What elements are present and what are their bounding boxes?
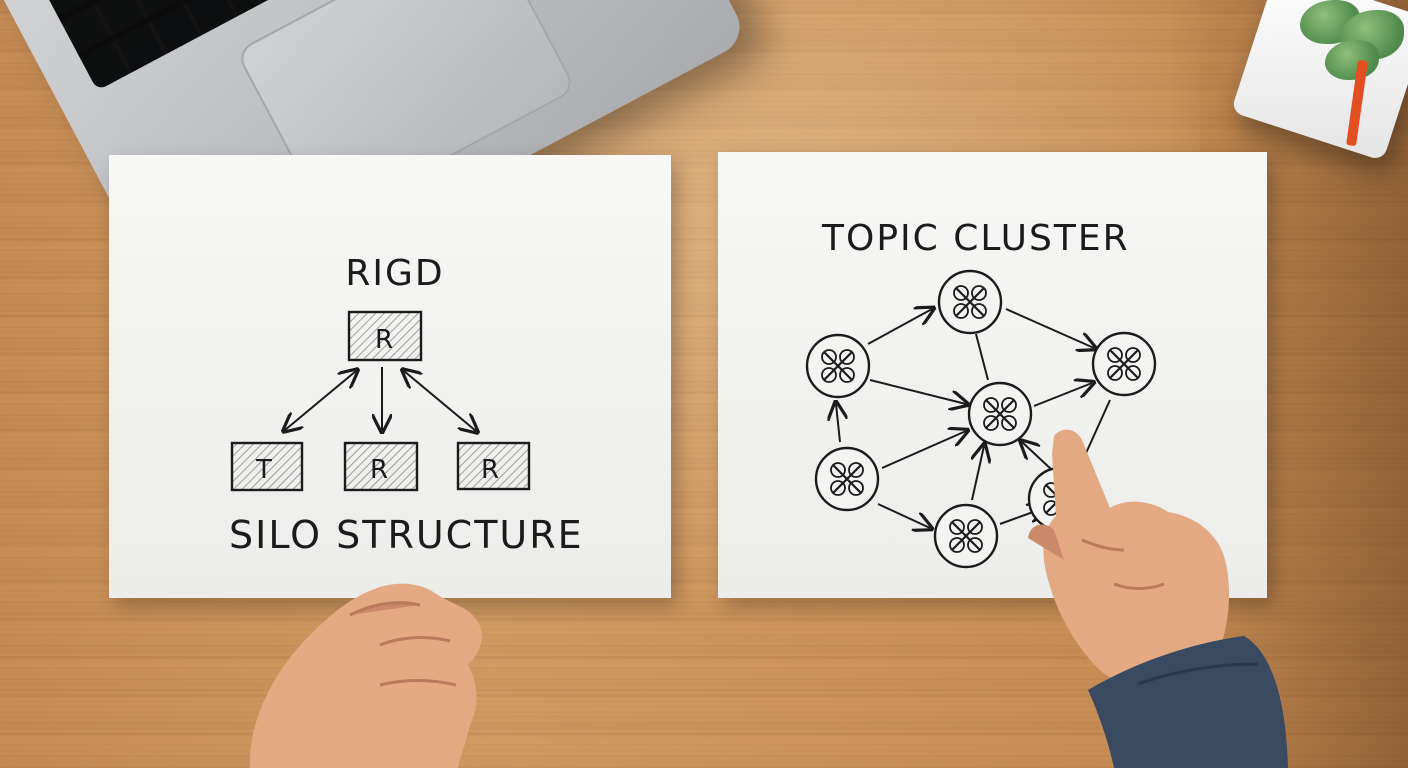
cluster-edge — [972, 446, 984, 500]
silo-child-letter-3: R — [481, 455, 501, 485]
cluster-node — [816, 448, 878, 510]
left-hand — [230, 575, 500, 768]
silo-top-box: R — [349, 312, 421, 360]
silo-diagram: RIGD R T R — [109, 155, 671, 598]
cluster-edge — [868, 309, 932, 344]
cluster-node — [935, 505, 997, 567]
silo-child-box-1: T — [232, 443, 302, 490]
cluster-edge — [1006, 309, 1094, 348]
cluster-node — [939, 271, 1001, 333]
silo-arrow-left — [285, 371, 356, 430]
silo-arrow-right — [404, 371, 476, 431]
silo-bottom-label: SILO STRUCTURE — [229, 513, 584, 557]
cluster-edge — [882, 431, 966, 468]
silo-top-box-letter: R — [375, 325, 395, 355]
right-hand-pointing — [1018, 420, 1308, 768]
cluster-edge — [878, 504, 930, 528]
cluster-title: TOPIC CLUSTER — [821, 218, 1130, 259]
cluster-edge — [836, 404, 840, 442]
silo-child-letter-2: R — [370, 455, 390, 485]
silo-structure-sheet: RIGD R T R — [109, 155, 671, 598]
silo-top-label: RIGD — [345, 253, 444, 294]
cluster-edge — [1034, 383, 1092, 406]
cluster-node — [807, 335, 869, 397]
silo-child-box-3: R — [458, 443, 529, 489]
cluster-edge — [870, 380, 966, 404]
cluster-edge — [976, 334, 988, 380]
silo-child-box-2: R — [345, 443, 417, 490]
cluster-node — [1093, 333, 1155, 395]
silo-child-letter-1: T — [255, 455, 274, 485]
